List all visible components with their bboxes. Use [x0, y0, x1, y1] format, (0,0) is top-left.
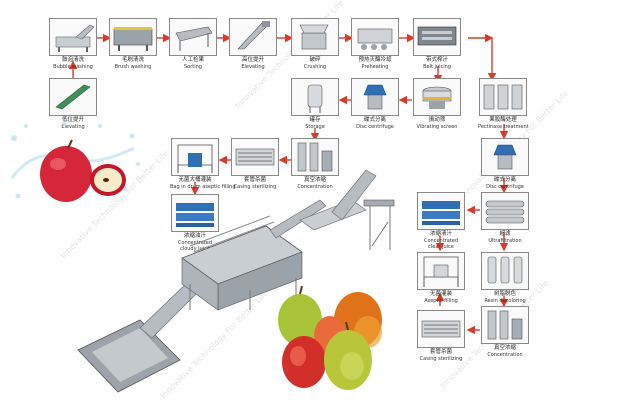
step-label-en-line2: clear juice	[428, 244, 454, 250]
ultrafilter-icon	[481, 192, 529, 230]
step-label-en: Disc centrifuge	[356, 124, 394, 130]
step-label-en: Concentration	[487, 352, 523, 358]
step-label-cn: 真空浓缩	[493, 345, 516, 351]
brush-washer-icon	[109, 18, 157, 56]
step-label-cn: 套管杀菌	[429, 349, 452, 355]
step-label-cn: 果胶酶处理	[489, 117, 517, 123]
step-label-en: Disc centrifuge	[486, 184, 524, 190]
step-label-en: Bubble washing	[53, 64, 93, 70]
step-sorting: 人工检果 Sorting	[168, 18, 218, 70]
evaporator-icon	[291, 138, 339, 176]
step-concentrated-cloudy-juice: 浓缩浊汁 Concentrated cloudy juice	[170, 194, 220, 252]
step-label-en: Casing sterilizing	[419, 356, 463, 362]
step-label-en: Vibrating screen	[416, 124, 458, 130]
step-label-en: Crushing	[303, 64, 327, 70]
step-label-cn: 振动筛	[428, 117, 446, 123]
step-vibrating-screen: 振动筛 Vibrating screen	[412, 78, 462, 130]
step-elevating-low: 低位提升 Elevating	[48, 78, 98, 130]
step-concentration-1: 真空浓缩 Concentration	[290, 138, 340, 190]
step-label-en-line2: cloudy juice	[180, 246, 210, 252]
step-label-en: Resin decoloring	[484, 298, 526, 304]
step-label-cn: 真空浓缩	[303, 177, 326, 183]
crusher-icon	[291, 18, 339, 56]
step-label-cn: 树脂脱色	[493, 291, 516, 297]
bubble-washer-icon	[49, 18, 97, 56]
step-label-cn: 碟式分离	[493, 177, 516, 183]
elevator-icon	[49, 78, 97, 116]
step-label-cn: 罐存	[309, 117, 321, 123]
sterilizer-icon	[417, 310, 465, 348]
step-storage: 罐存 Storage	[290, 78, 340, 130]
step-brush-washing: 毛刷清洗 Brush washing	[108, 18, 158, 70]
preheater-icon	[351, 18, 399, 56]
step-label-cn: 套管杀菌	[243, 177, 266, 183]
centrifuge-icon	[351, 78, 399, 116]
step-bubble-washing: 鼓泡清洗 Bubble washing	[48, 18, 98, 70]
sorting-table-icon	[169, 18, 217, 56]
step-concentration-2: 真空浓缩 Concentration	[480, 306, 530, 358]
step-label-en: Sorting	[184, 64, 202, 70]
step-disc-centrifuge-2: 碟式分离 Disc centrifuge	[480, 138, 530, 190]
step-label-cn: 带式榨汁	[425, 57, 448, 63]
step-disc-centrifuge-1: 碟式分离 Disc centrifuge	[350, 78, 400, 130]
storage-tank-icon	[291, 78, 339, 116]
step-label-en: Belt juicing	[423, 64, 451, 70]
step-label-en: Elevating	[241, 64, 265, 70]
step-label-cn: 无菌灌装	[429, 291, 452, 297]
step-label-en: Bag in drum aseptic filling	[170, 184, 236, 190]
step-label-cn: 破碎	[309, 57, 321, 63]
sterilizer-icon	[231, 138, 279, 176]
step-concentrated-clear-juice: 浓缩清汁 Concentrated clear juice	[416, 192, 466, 250]
step-label-cn: 毛刷清洗	[121, 57, 144, 63]
step-crushing: 破碎 Crushing	[290, 18, 340, 70]
step-casing-sterilizing-1: 套管杀菌 Casing sterilizing	[230, 138, 280, 190]
blue-drums-icon	[417, 192, 465, 230]
step-casing-sterilizing-2: 套管杀菌 Casing sterilizing	[416, 310, 466, 362]
belt-press-icon	[413, 18, 461, 56]
step-label-en: Preheating	[361, 64, 389, 70]
evaporator-icon	[481, 306, 529, 344]
step-label-cn: 预热灭酶冷却	[358, 57, 392, 63]
step-label-cn: 无菌大桶灌装	[178, 177, 212, 183]
elevator-icon	[229, 18, 277, 56]
step-ultrafiltration: 超滤 Ultrafiltration	[480, 192, 530, 244]
step-label-cn: 超滤	[499, 231, 511, 237]
step-label-en: Pectinase treatment	[478, 124, 529, 130]
step-label-en: Elevating	[61, 124, 85, 130]
step-belt-juicing: 带式榨汁 Belt juicing	[412, 18, 462, 70]
centrifuge-icon	[481, 138, 529, 176]
blue-drums-icon	[171, 194, 219, 232]
step-label-cn: 人工检果	[181, 57, 204, 63]
step-label-en: Brush washing	[114, 64, 152, 70]
drum-filler-icon	[171, 138, 219, 176]
vibrating-screen-icon	[413, 78, 461, 116]
resin-columns-icon	[481, 252, 529, 290]
step-pectinase-treatment: 果胶酶处理 Pectinase treatment	[478, 78, 529, 130]
step-elevating-high: 高位提升 Elevating	[228, 18, 278, 70]
aseptic-filler-icon	[417, 252, 465, 290]
step-label-en: Aseptic filling	[424, 298, 458, 304]
step-label-cn: 高位提升	[241, 57, 264, 63]
step-bag-in-drum-filling: 无菌大桶灌装 Bag in drum aseptic filling	[170, 138, 236, 190]
step-label-cn: 浓缩浊汁	[183, 233, 206, 239]
step-label-cn: 浓缩清汁	[429, 231, 452, 237]
step-preheating: 预热灭酶冷却 Preheating	[350, 18, 400, 70]
step-label-en: Concentrated	[177, 240, 212, 246]
enzyme-tanks-icon	[479, 78, 527, 116]
apple-splash-illustration	[10, 122, 140, 202]
step-aseptic-filling: 无菌灌装 Aseptic filling	[416, 252, 466, 304]
step-label-en: Concentrated	[423, 238, 458, 244]
processing-line-illustration	[77, 169, 395, 393]
pears-illustration	[278, 285, 382, 390]
step-label-en: Concentration	[297, 184, 333, 190]
step-label-cn: 低位提升	[61, 117, 84, 123]
step-label-cn: 碟式分离	[363, 117, 386, 123]
step-label-en: Ultrafiltration	[488, 238, 522, 244]
step-label-en: Storage	[305, 124, 325, 130]
step-resin-decoloring: 树脂脱色 Resin decoloring	[480, 252, 530, 304]
step-label-cn: 鼓泡清洗	[61, 57, 84, 63]
step-label-en: Casing sterilizing	[233, 184, 277, 190]
